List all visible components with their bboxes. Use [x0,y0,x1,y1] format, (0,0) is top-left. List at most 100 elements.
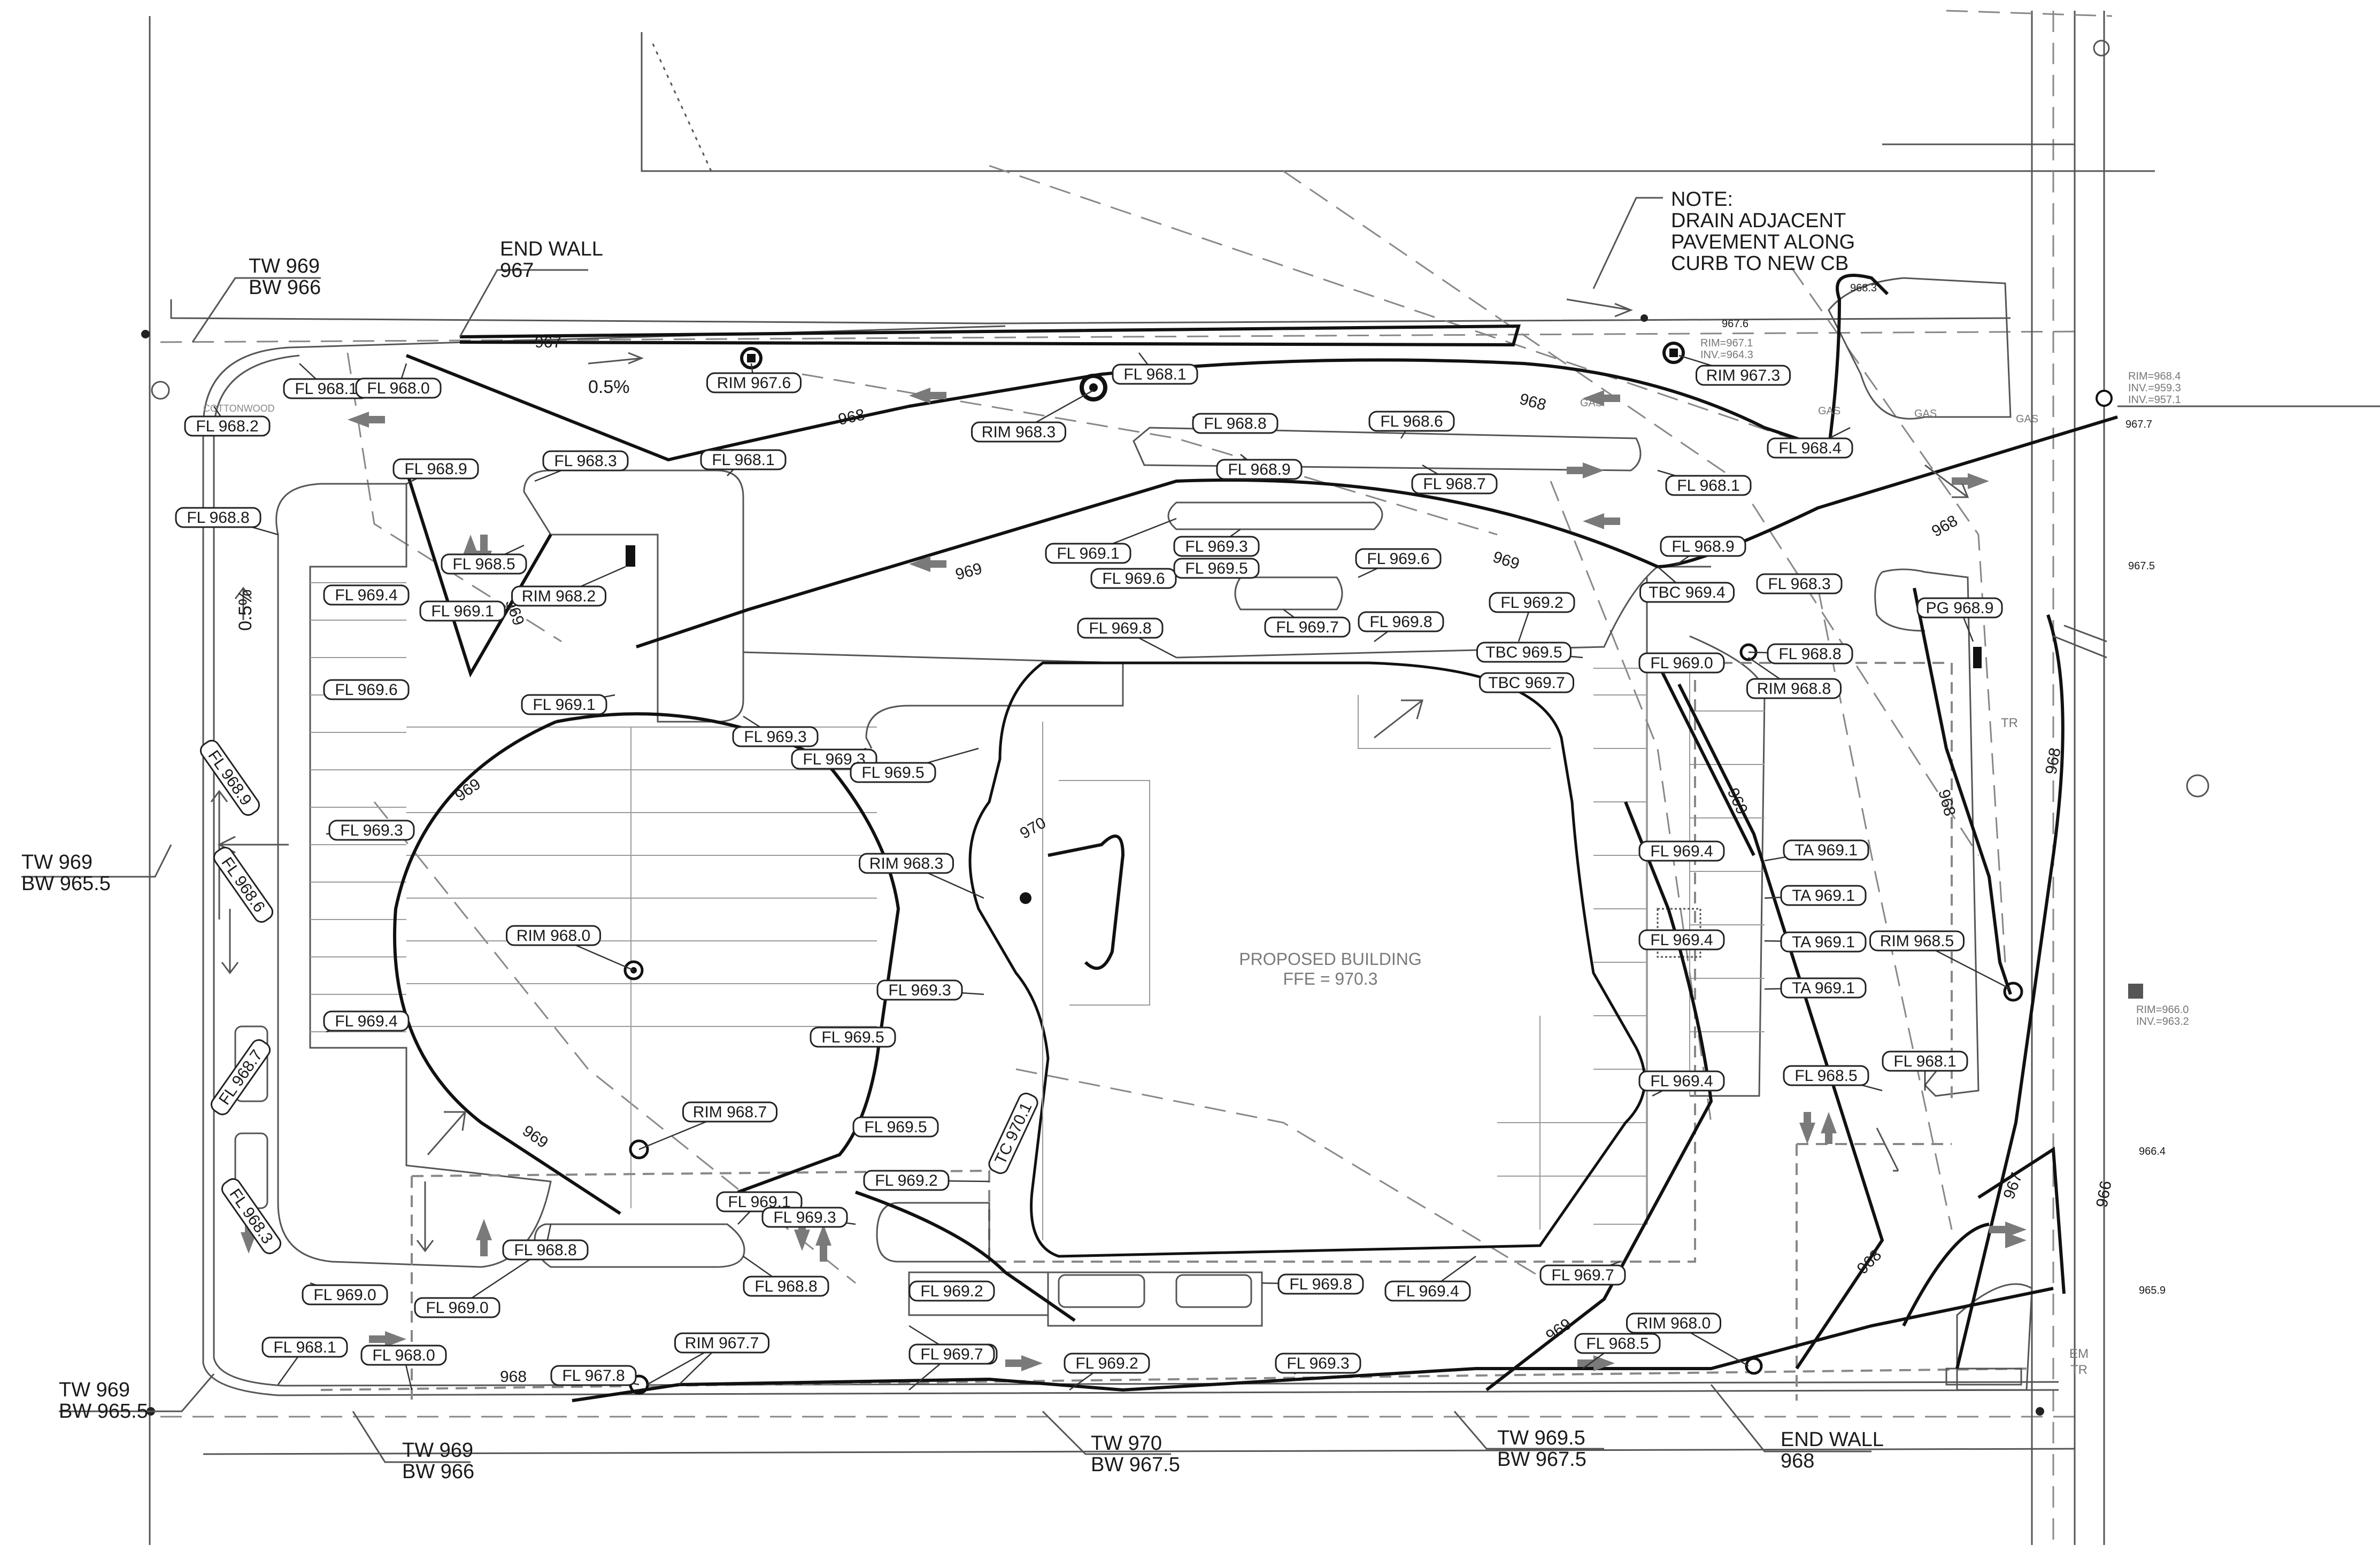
spot-elevation-callout: FL 968.6 [213,846,274,923]
structure-data: RIM=968.4 [2128,370,2181,382]
spot-elevation-label: PG 968.9 [1926,599,1994,617]
spot-elevation-callout: FL 969.4 [1384,1280,1471,1302]
spot-elevation-box [210,1039,271,1116]
spot-elevation-callout: FL 968.3 [1756,573,1843,594]
spot-elevation-box [761,1207,848,1228]
spot-elevation-box [1368,411,1455,432]
spot-elevation-box [360,1345,447,1366]
spot-elevation-label: RIM 968.3 [982,423,1056,441]
spot-elevation-label: TBC 969.5 [1485,644,1562,661]
spot-elevation-label: FL 968.8 [754,1278,817,1295]
spot-elevation-box [971,421,1066,443]
spot-elevation-label: FL 969.2 [920,1282,983,1300]
wall-callout-b: BW 965.5 [21,872,111,895]
spot-elevation-label: FL 968.5 [1794,1067,1857,1085]
spot-elevation-box [1264,616,1351,638]
spot-elevation-callout: RIM 968.3 [971,421,1066,443]
spot-elevation-box [1411,473,1498,495]
spot-elevation-box [221,1178,282,1255]
spot-elevation-box [328,820,415,841]
spot-elevation-box [1275,1353,1361,1374]
wall-callout-a: TW 969 [21,851,93,874]
spot-elevation-box [1216,459,1303,480]
gas-label: GAS [1818,405,1840,417]
proposed-contours [393,274,2118,1402]
spot-elevation-label: FL 968.2 [196,418,258,435]
note-title: NOTE: [1671,188,1733,211]
vehicles-and-symbols [141,40,2209,1416]
spot-elevation-label: FL 968.7 [215,1047,266,1108]
spot-elevation-label: TBC 969.7 [1488,674,1565,692]
building-name: PROPOSED BUILDING [1239,949,1421,969]
spot-elevation-box [1626,1312,1721,1334]
spot-elevation-callout: TBC 969.7 [1479,672,1574,693]
spot-elevation-box [743,1276,829,1297]
spot-elevation-box [1112,364,1198,385]
spot-elevation-callout: TA 969.1 [1780,977,1867,999]
transformer-label: TR [2001,716,2018,730]
spot-elevation-callout: FL 969.2 [1489,592,1575,613]
structure-data: RIM=967.1 [1700,337,1753,349]
structure-data: INV.=957.1 [2128,394,2181,406]
spot-elevation-box [1173,536,1260,557]
spot-elevation-label: RIM 967.3 [1706,367,1780,384]
spot-elevation-label: FL 969.3 [340,822,403,839]
structure-data: INV.=964.3 [1700,349,1753,361]
contour-label: 968 [1929,512,1961,540]
spot-elevation-label: FL 968.4 [1778,439,1841,457]
spot-elevation-callout: TBC 969.4 [1639,582,1735,603]
storm-structures [623,342,2143,1395]
edge-elevation: 968.3 [1850,282,1877,294]
spot-elevation-callout: FL 969.4 [1638,929,1725,951]
spot-elevation-box [1090,568,1177,589]
spot-elevation-label: FL 968.9 [1672,538,1734,555]
spot-elevation-label: FL 969.0 [1650,654,1713,672]
structure-data: INV.=959.3 [2128,382,2181,394]
spot-elevation-callout: FL 969.2 [1064,1353,1150,1374]
spot-elevation-callout: RIM 967.6 [706,372,802,393]
spot-elevation-callout: FL 968.5 [1783,1065,1869,1086]
contour-label: 968 [837,406,867,429]
meter-label: EM [2069,1347,2089,1361]
wall-callout-b: 968 [1781,1450,1814,1472]
spot-elevation-box [852,1116,939,1138]
spot-elevation-label: FL 969.3 [1287,1355,1349,1372]
spot-elevation-callout: RIM 968.0 [1626,1312,1721,1334]
spot-elevation-box [732,726,819,747]
spot-elevation-callout: FL 969.1 [1045,543,1131,564]
spot-elevation-label: FL 968.5 [452,555,515,573]
existing-linework [149,10,2380,1545]
spot-elevation-box [1882,1050,1968,1072]
spot-elevation-box [682,1101,777,1123]
spot-elevation-callout: FL 969.3 [876,979,963,1001]
utility-annotations: RIM=967.1 INV.=964.3 RIM=968.4 INV.=959.… [203,282,2189,1377]
spot-elevation-callout: FL 967.8 [550,1365,637,1386]
spot-elevation-label: FL 969.2 [1075,1355,1138,1372]
spot-elevation-callout: FL 968.1 [700,449,787,470]
spot-elevation-label: FL 969.3 [1185,538,1247,555]
spot-elevation-box [414,1297,500,1318]
spot-elevation-box [1767,437,1853,459]
spot-elevation-callout: FL 968.8 [175,507,261,528]
spot-elevation-callout: FL 969.6 [323,679,410,700]
spot-elevation-callout: RIM 968.3 [859,853,954,874]
spot-elevation-callout: FL 968.1 [1112,364,1198,385]
note-line-2: PAVEMENT ALONG [1671,231,1855,253]
spot-elevation-box [1574,1333,1661,1354]
spot-elevation-callout: TBC 969.5 [1476,642,1572,663]
spot-elevation-box [863,1170,950,1191]
spot-elevation-label: FL 969.7 [1276,619,1338,636]
spot-elevation-callout: FL 968.4 [1767,437,1853,459]
spot-elevation-box [302,1284,388,1305]
spot-elevation-box [175,507,261,528]
spot-elevation-box [1192,413,1278,434]
contour-label: 969 [1543,1315,1575,1345]
spot-elevation-box [323,1010,410,1032]
spot-elevation-box [511,585,606,607]
spot-elevation-callout: FL 969.1 [521,694,607,715]
spot-elevation-box [1638,1070,1725,1092]
spot-elevation-label: FL 968.8 [514,1241,576,1259]
contour-label: 969 [1724,785,1751,817]
spot-elevation-box [1665,475,1752,496]
